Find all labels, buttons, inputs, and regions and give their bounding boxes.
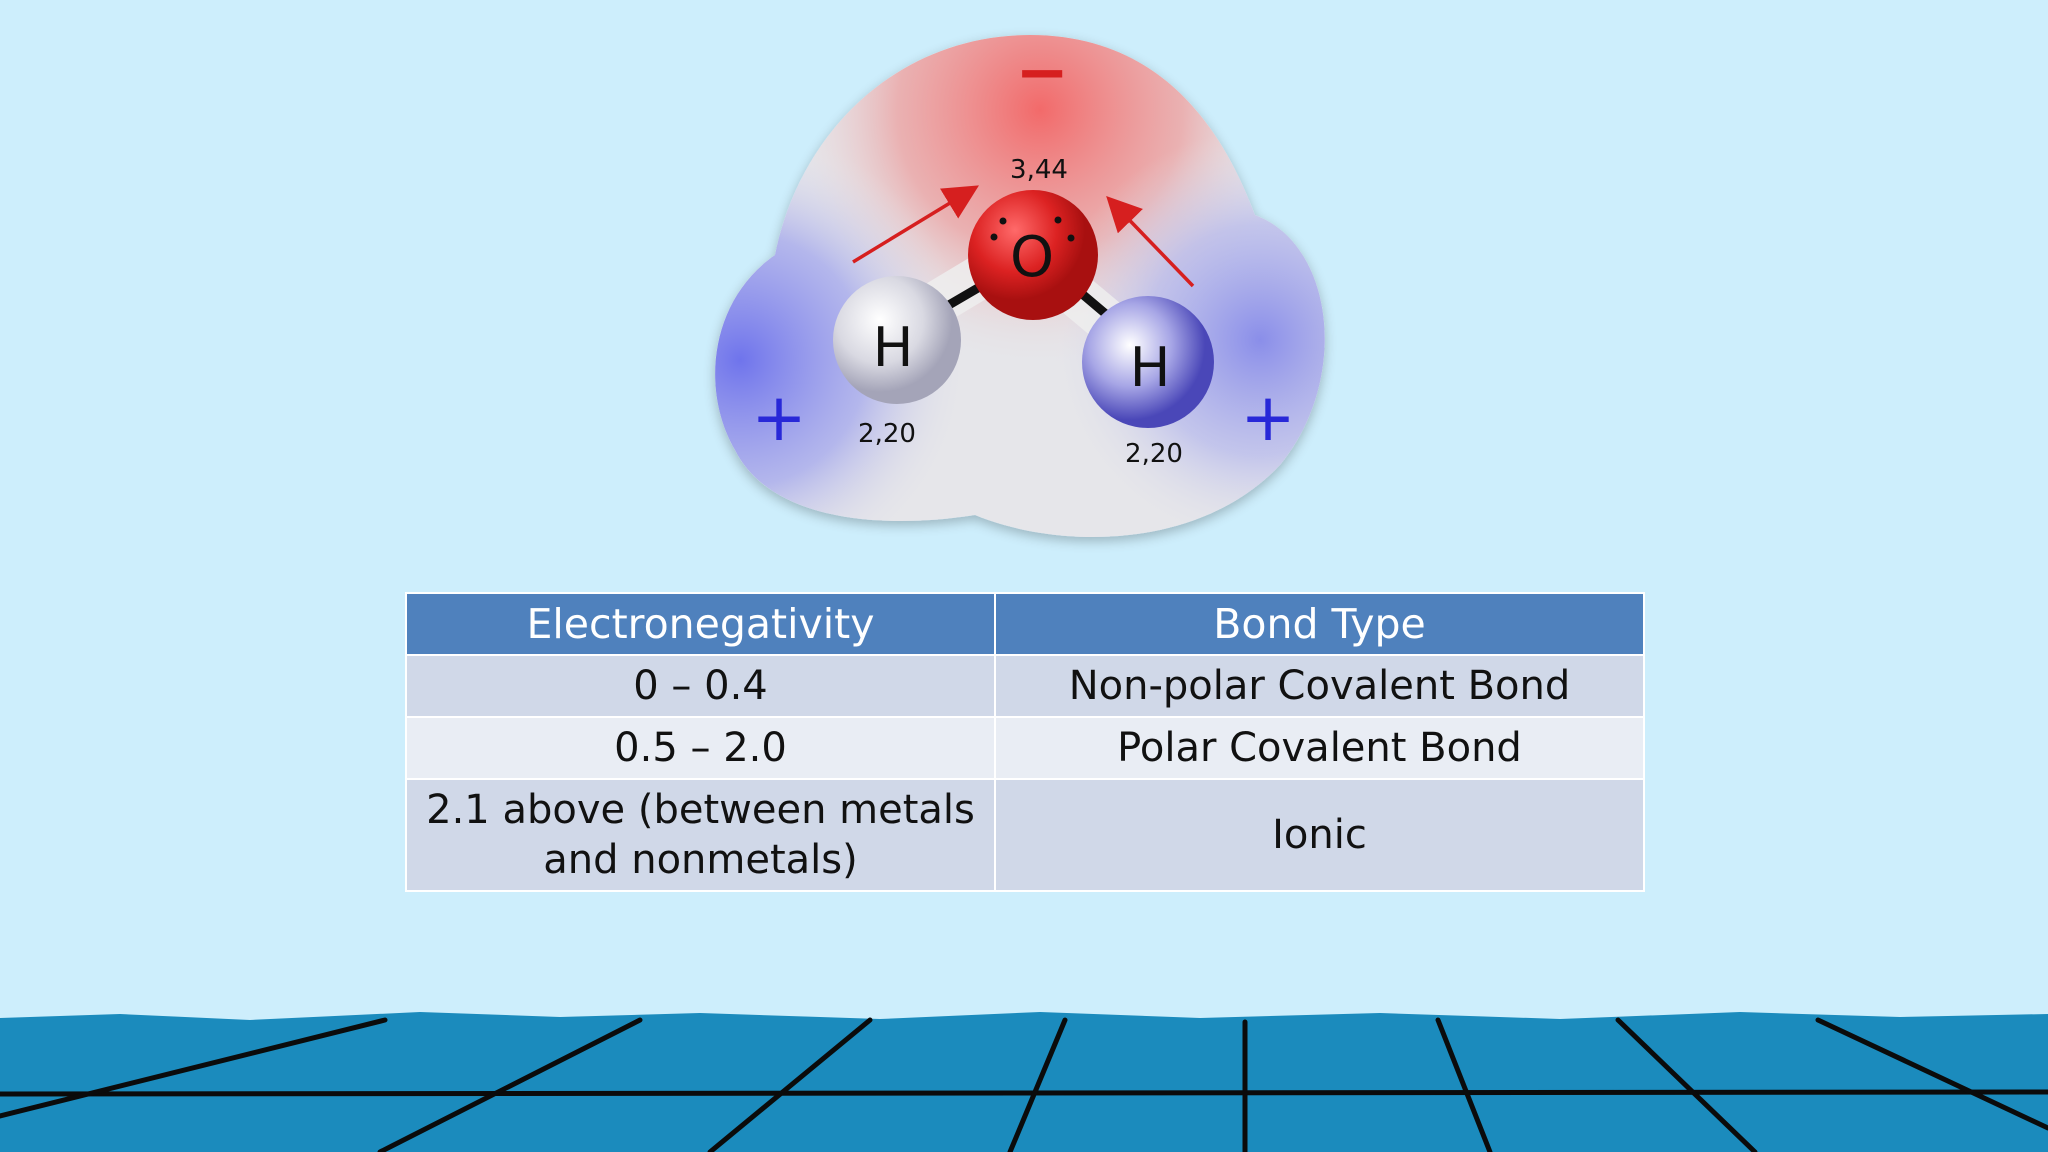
dipole-arrow-right <box>1106 195 1195 288</box>
negative-charge-sign: − <box>1015 36 1069 110</box>
oxygen-symbol: O <box>1010 225 1054 290</box>
table-row: 0 – 0.4 Non-polar Covalent Bond <box>405 654 1645 718</box>
header-electronegativity: Electronegativity <box>405 592 996 656</box>
hydrogen-left-electronegativity: 2,20 <box>858 419 916 449</box>
floor-grid <box>0 1012 2048 1152</box>
hydrogen-atom-right <box>1082 296 1214 428</box>
dipole-arrow-left <box>852 185 979 264</box>
hydrogen-symbol-right: H <box>1130 336 1171 399</box>
oxygen-electronegativity: 3,44 <box>1010 155 1068 185</box>
positive-charge-right: + <box>1240 379 1295 456</box>
hydrogen-symbol-left: H <box>873 316 914 379</box>
table-header-row: Electronegativity Bond Type <box>405 592 1645 656</box>
hydrogen-atom-left <box>833 276 961 404</box>
cell-electronegativity: 2.1 above (between metals and nonmetals) <box>405 778 996 892</box>
cell-bond-type: Non-polar Covalent Bond <box>994 654 1645 718</box>
cell-bond-type: Polar Covalent Bond <box>994 716 1645 780</box>
electronegativity-bond-table: Electronegativity Bond Type 0 – 0.4 Non-… <box>405 592 1645 892</box>
hydrogen-right-electronegativity: 2,20 <box>1125 439 1183 469</box>
lone-pair-dots <box>990 216 1075 242</box>
water-molecule-diagram: O H H 3,44 2,20 2,20 − + + <box>715 35 1325 538</box>
cell-electronegativity: 0.5 – 2.0 <box>405 716 996 780</box>
table-row: 2.1 above (between metals and nonmetals)… <box>405 778 1645 892</box>
header-bond-type: Bond Type <box>994 592 1645 656</box>
cell-electronegativity: 0 – 0.4 <box>405 654 996 718</box>
positive-charge-left: + <box>751 379 806 456</box>
table-row: 0.5 – 2.0 Polar Covalent Bond <box>405 716 1645 780</box>
cell-bond-type: Ionic <box>994 778 1645 892</box>
